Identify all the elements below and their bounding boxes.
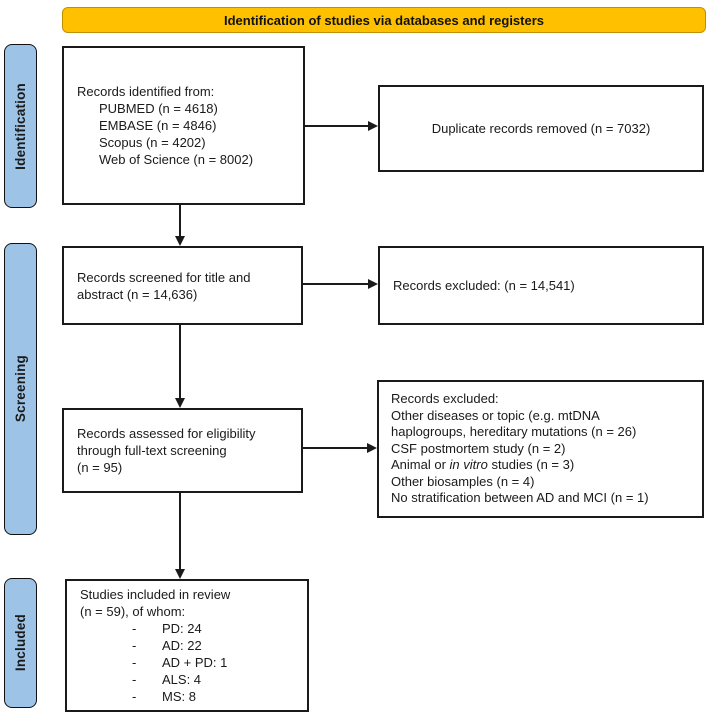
included-item-label: AD + PD: 1 — [162, 655, 228, 670]
studies-included-intro: Studies included in review (n = 59), of … — [80, 587, 231, 619]
excluded-reason-biosamples: Other biosamples (n = 4) — [391, 473, 535, 489]
arrow-head-icon — [367, 443, 377, 453]
box-records-screened: Records screened for title and abstract … — [62, 246, 303, 325]
box-records-excluded-screening: Records excluded: (n = 14,541) — [378, 246, 704, 325]
stage-screening: Screening — [4, 243, 37, 535]
arrow-line — [303, 283, 368, 285]
excluded-reason-csf: CSF postmortem study (n = 2) — [391, 440, 566, 456]
stage-label: Included — [13, 614, 28, 672]
excluded-reason-animal: Animal or in vitro studies (n = 3) — [391, 457, 697, 474]
duplicates-removed-text: Duplicate records removed (n = 7032) — [431, 121, 651, 136]
records-screened-text: Records screened for title and abstract … — [77, 269, 251, 302]
arrow-head-icon — [175, 569, 185, 579]
included-item-label: MS: 8 — [162, 689, 196, 704]
arrow-line — [179, 493, 181, 569]
records-assessed-text: Records assessed for eligibility through… — [77, 426, 256, 475]
excluded-reason-animal-prefix: Animal or — [391, 457, 450, 472]
source-pubmed: PUBMED (n = 4618) — [99, 101, 218, 116]
arrow-head-icon — [368, 279, 378, 289]
arrow-head-icon — [368, 121, 378, 131]
bullet-dash: - — [132, 621, 137, 636]
stage-identification: Identification — [4, 44, 37, 208]
excluded-fulltext-title: Records excluded: — [391, 391, 499, 406]
excluded-reason-animal-suffix: studies (n = 3) — [487, 457, 575, 472]
banner-title: Identification of studies via databases … — [223, 12, 545, 28]
records-excluded-screening-text: Records excluded: (n = 14,541) — [393, 278, 575, 293]
included-item-ms: - MS: 8 — [80, 688, 307, 705]
box-studies-included: Studies included in review (n = 59), of … — [65, 579, 309, 712]
included-item-label: PD: 24 — [162, 621, 202, 636]
excluded-reason-animal-italic: in vitro — [449, 457, 488, 472]
bullet-dash: - — [132, 672, 137, 687]
included-item-als: - ALS: 4 — [80, 671, 307, 688]
bullet-dash: - — [132, 689, 137, 704]
stage-included: Included — [4, 578, 37, 708]
arrow-head-icon — [175, 236, 185, 246]
bullet-dash: - — [132, 638, 137, 653]
excluded-reason-other-diseases: Other diseases or topic (e.g. mtDNA hapl… — [391, 407, 637, 440]
included-item-ad: - AD: 22 — [80, 637, 307, 654]
box-records-excluded-fulltext: Records excluded: Other diseases or topi… — [377, 380, 704, 518]
included-item-pd: - PD: 24 — [80, 620, 307, 637]
arrow-line — [179, 205, 181, 236]
stage-label: Identification — [13, 82, 28, 170]
box-records-identified: Records identified from: PUBMED (n = 461… — [62, 46, 305, 205]
arrow-line — [179, 325, 181, 398]
source-embase: EMBASE (n = 4846) — [99, 118, 217, 133]
arrow-line — [303, 447, 367, 449]
source-scopus: Scopus (n = 4202) — [99, 135, 206, 150]
box-duplicates-removed: Duplicate records removed (n = 7032) — [378, 85, 704, 172]
records-identified-intro: Records identified from: — [77, 84, 215, 99]
included-item-label: AD: 22 — [162, 638, 202, 653]
stage-label: Screening — [13, 355, 28, 423]
box-records-assessed: Records assessed for eligibility through… — [62, 408, 303, 493]
bullet-dash: - — [132, 655, 137, 670]
arrow-head-icon — [175, 398, 185, 408]
included-item-label: ALS: 4 — [162, 672, 202, 687]
arrow-line — [305, 125, 368, 127]
excluded-reason-stratification: No stratification between AD and MCI (n … — [391, 490, 649, 505]
source-web-of-science: Web of Science (n = 8002) — [99, 152, 254, 167]
banner: Identification of studies via databases … — [62, 7, 706, 33]
included-item-ad-pd: - AD + PD: 1 — [80, 654, 307, 671]
